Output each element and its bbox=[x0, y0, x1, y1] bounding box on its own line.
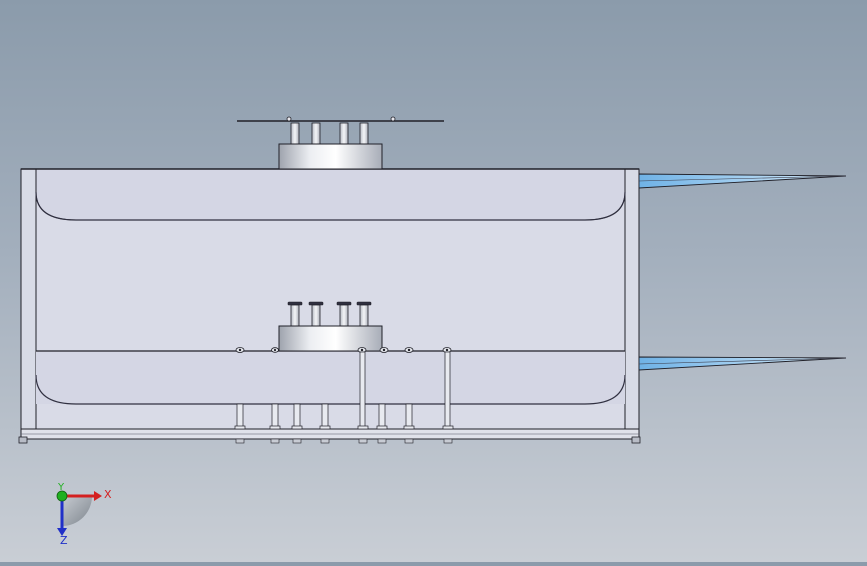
upper-blade bbox=[638, 173, 847, 189]
x-axis-arrowhead bbox=[94, 491, 102, 501]
top-motor-assembly bbox=[237, 116, 444, 170]
bottom-pipes bbox=[234, 403, 454, 430]
lower-tank bbox=[35, 350, 626, 405]
z-axis-arrowhead bbox=[57, 528, 67, 536]
upper-tank bbox=[21, 168, 639, 221]
coordinate-triad[interactable]: X Y Z bbox=[56, 482, 112, 547]
base-bolts bbox=[235, 438, 453, 444]
triad-plane-shade bbox=[62, 496, 92, 526]
y-axis-dot bbox=[56, 490, 68, 502]
lower-motor-assembly bbox=[278, 301, 383, 352]
y-axis-label: Y bbox=[57, 482, 65, 493]
z-axis-label: Z bbox=[60, 534, 68, 547]
x-axis-label: X bbox=[104, 488, 112, 501]
lower-blade bbox=[638, 356, 847, 371]
